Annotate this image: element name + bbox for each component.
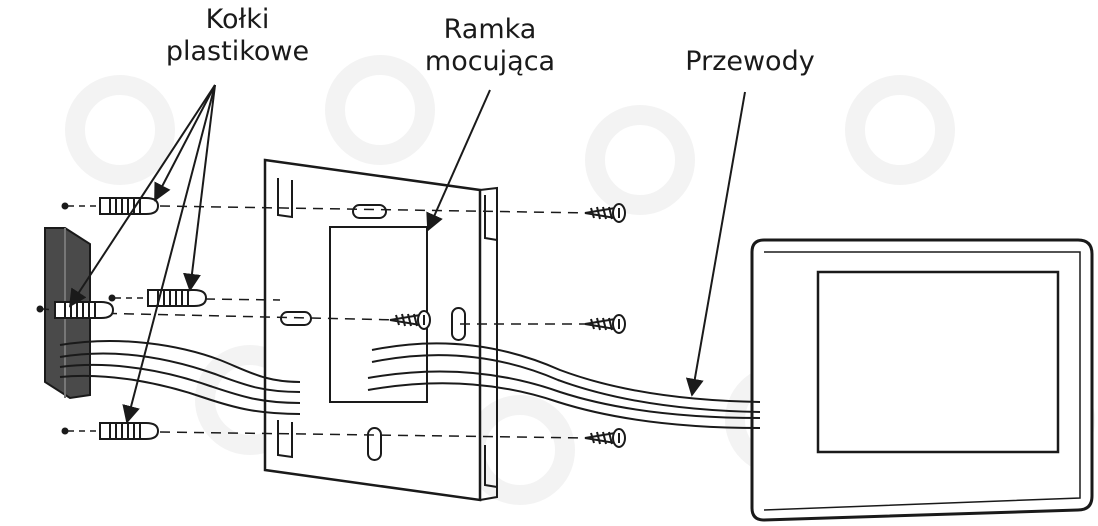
label-plastic-plugs-line1: Kołki <box>205 4 270 35</box>
label-plastic-plugs: Kołki plastikowe <box>150 4 325 68</box>
hole-markers <box>36 202 116 435</box>
label-mounting-frame-line1: Ramka <box>443 14 537 45</box>
mounting-frame <box>263 158 498 502</box>
wires <box>59 340 761 429</box>
label-wires: Przewody <box>685 46 815 77</box>
plastic-plugs <box>54 197 207 440</box>
callout-arrows <box>69 84 746 424</box>
monitor <box>750 238 1094 522</box>
label-mounting-frame: Ramka mocująca <box>405 14 575 78</box>
label-plastic-plugs-line2: plastikowe <box>165 36 310 67</box>
label-mounting-frame-line2: mocująca <box>424 46 556 77</box>
alignment-lines <box>89 205 591 439</box>
